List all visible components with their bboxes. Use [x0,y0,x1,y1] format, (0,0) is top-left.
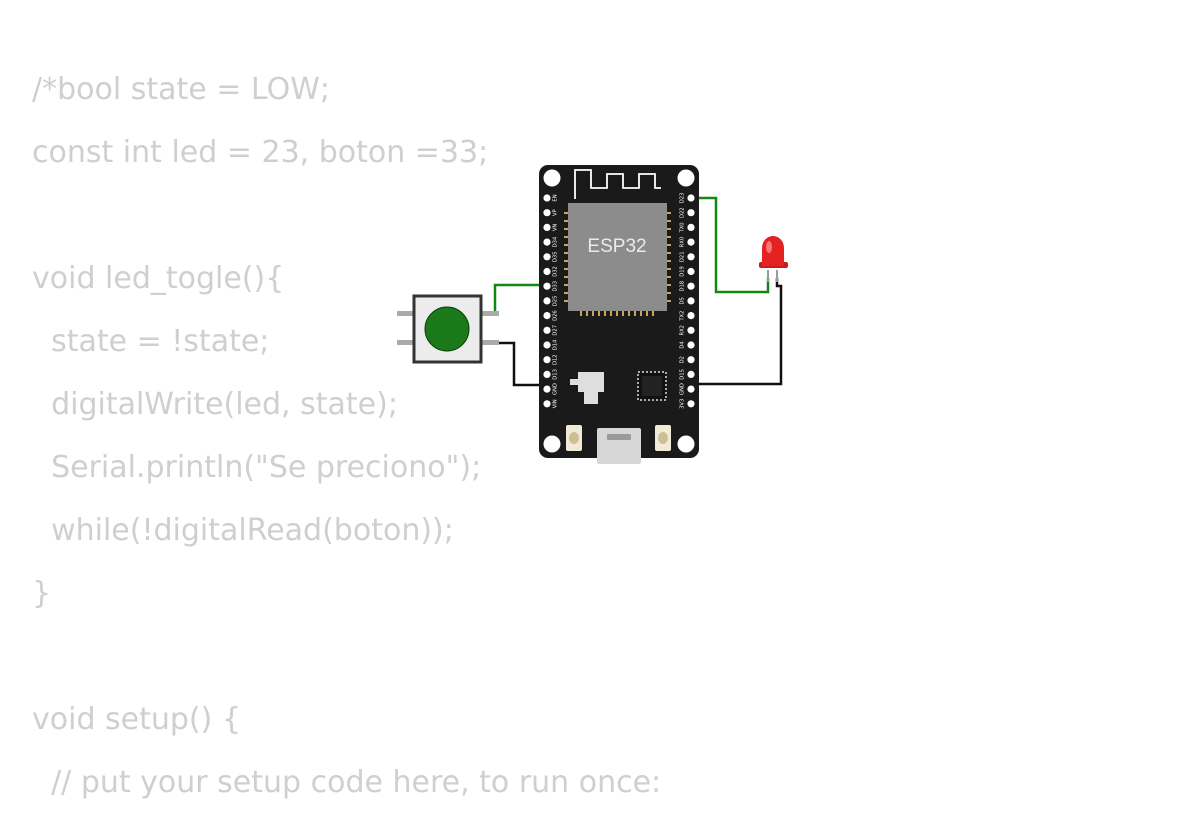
mount-hole-bottom-left [543,435,561,453]
circuit-diagram: ESP32 EN VP VN D34 D35 D3 [397,165,788,464]
usb-port [597,428,641,464]
pin-label-right: D2 [680,356,686,363]
pin-holes-left [543,194,551,408]
pin-labels-left: EN VP VN D34 D35 D32 D33 D25 D26 D27 D14… [553,194,559,408]
pin-labels-right: D23 D22 TX0 RX0 D21 D19 D18 D5 TX2 RX2 D… [680,193,686,409]
pin-holes-right [687,194,695,408]
wire-button-to-gnd[interactable] [483,341,547,387]
wire-d23-to-led[interactable] [691,196,770,294]
code-line-7: Serial.println("Se preciono"); [32,450,482,485]
pin-label-right: D15 [680,369,686,380]
pin-label-left: EN [553,194,559,201]
pin-label-left: D33 [553,281,559,292]
pin-label-left: VP [553,209,559,216]
mount-hole-top-left [543,169,561,187]
pushbutton-cap [424,306,470,352]
wire-button-to-d33[interactable] [483,283,547,316]
pin-label-right: RX0 [680,237,686,247]
pin-label-left: D14 [553,339,559,350]
pin-label-right: D22 [680,207,686,218]
pin-label-right: D23 [680,193,686,204]
code-line-10 [32,633,661,681]
code-line-8: while(!digitalRead(boton)); [32,513,454,548]
mount-hole-top-right [677,169,695,187]
pin-label-right: D18 [680,281,686,292]
pin-label-right: TX2 [680,311,686,322]
pin-label-left: D25 [553,296,559,307]
pin-label-right: D5 [680,297,686,304]
voltage-regulator [570,372,604,404]
code-line-2: const int led = 23, boton =33; [32,135,489,170]
pin-label-left: D13 [553,369,559,380]
wire-gnd-to-led[interactable] [691,278,783,386]
pushbutton-lead [480,311,499,316]
led-highlight [766,241,772,253]
chip-pads [564,212,671,316]
boot-button[interactable] [566,425,582,451]
pin-label-left: VIN [553,399,559,408]
pin-label-left: D35 [553,251,559,262]
pin-label-left: D12 [553,354,559,365]
code-line-12: // put your setup code here, to run once… [32,765,662,800]
chip-label: ESP32 [587,236,646,257]
led-dome [762,236,784,266]
esp32-chip [568,203,667,311]
mount-hole-bottom-right [677,435,695,453]
code-line-4: void led_togle(){ [32,261,285,296]
reset-button[interactable] [655,425,671,451]
pin-label-right: D4 [680,341,686,349]
pin-label-left: D34 [553,236,559,247]
pin-label-left: D26 [553,310,559,321]
pin-label-left: GND [553,383,559,395]
pin-label-right: TX0 [680,222,686,233]
code-line-11: void setup() { [32,702,241,737]
code-line-1: /*bool state = LOW; [32,72,330,107]
pin-label-right: RX2 [680,325,686,335]
esp32-board[interactable]: ESP32 EN VP VN D34 D35 D3 [539,165,699,464]
pin-label-left: D27 [553,325,559,336]
pushbutton-lead [397,311,416,316]
red-led[interactable] [759,236,788,282]
pin-label-right: D21 [680,251,686,262]
antenna-trace [574,169,661,199]
pin-label-right: 3V3 [680,399,686,409]
pushbutton[interactable] [397,294,499,364]
code-line-6: digitalWrite(led, state); [32,387,398,422]
code-line-9: } [32,576,52,611]
code-line-5: state = !state; [32,324,270,359]
pin-label-left: VN [553,224,559,232]
pushbutton-lead [480,340,499,345]
pushbutton-lead [397,340,416,345]
usb-serial-chip [637,371,667,401]
pin-label-right: GND [680,383,686,395]
pin-label-right: D19 [680,266,686,277]
pin-label-left: D32 [553,266,559,277]
